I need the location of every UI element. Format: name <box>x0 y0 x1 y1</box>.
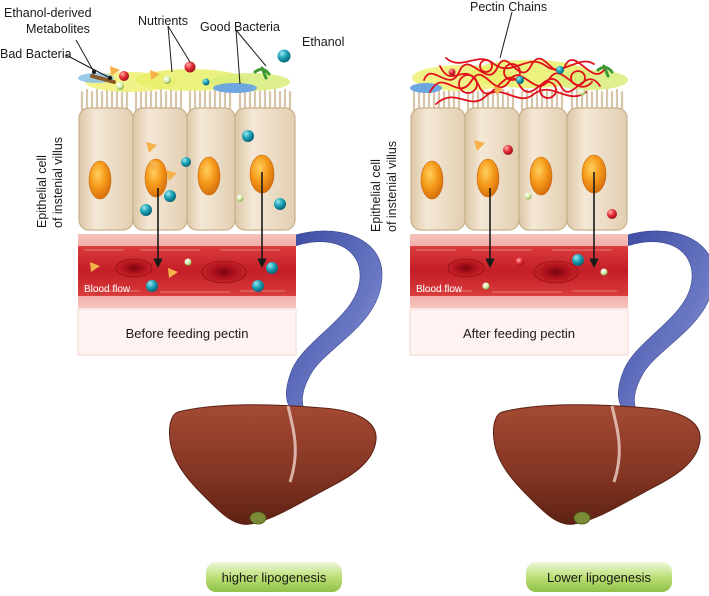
cell-particles-right <box>474 140 617 219</box>
ethanol-derived-label-1: Ethanol-derived <box>4 6 92 20</box>
good-bacteria-label: Good Bacteria <box>200 20 280 34</box>
nutrients-label: Nutrients <box>138 14 188 28</box>
ethanol-label: Ethanol <box>302 35 344 49</box>
portal-vein-right <box>618 230 709 423</box>
cell-particles-left <box>140 130 286 216</box>
svg-text:Epithelial cell: Epithelial cell <box>35 155 49 228</box>
bad-bacteria-shape <box>90 74 116 84</box>
pectin-chains <box>423 57 605 105</box>
higher-lipogenesis-label: higher lipogenesis <box>222 570 327 585</box>
after-panel: Blood flow After feeding pectin <box>408 57 709 423</box>
lower-lipogenesis-label: Lower lipogenesis <box>547 570 652 585</box>
callouts <box>65 11 513 85</box>
before-panel: Blood flow Before feeding pectin <box>76 49 383 423</box>
svg-text:of instenial villus: of instenial villus <box>385 141 399 232</box>
ethanol-derived-label-2: Metabolites <box>26 22 90 36</box>
lower-lipogenesis-badge: Lower lipogenesis <box>526 562 672 592</box>
before-feeding-label: Before feeding pectin <box>126 326 249 341</box>
svg-text:of instenial villus: of instenial villus <box>51 137 65 228</box>
lumen-particles-left <box>110 49 291 90</box>
trapped-particles <box>448 66 586 96</box>
mucus-layer-left <box>78 66 290 93</box>
ethanol-molecule <box>277 49 291 63</box>
blood-flow-label: Blood flow <box>416 284 463 295</box>
liver-right <box>491 403 702 526</box>
after-feeding-label: After feeding pectin <box>463 326 575 341</box>
bad-bacteria-label: Bad Bacteria <box>0 47 72 61</box>
svg-text:Epithelial cell: Epithelial cell <box>369 159 383 232</box>
good-bacteria-shape <box>213 83 257 93</box>
pectin-chains-label: Pectin Chains <box>470 0 547 14</box>
epithelial-label-left: Epithelial cell of instenial villus <box>35 137 65 228</box>
liver-left <box>167 403 378 526</box>
portal-vein-left <box>286 230 383 423</box>
blood-contents-left <box>90 258 278 292</box>
epithelial-label-right: Epithelial cell of instenial villus <box>369 141 399 232</box>
higher-lipogenesis-badge: higher lipogenesis <box>206 562 342 592</box>
blood-flow-label: Blood flow <box>84 284 131 295</box>
blood-contents-right <box>447 254 608 290</box>
